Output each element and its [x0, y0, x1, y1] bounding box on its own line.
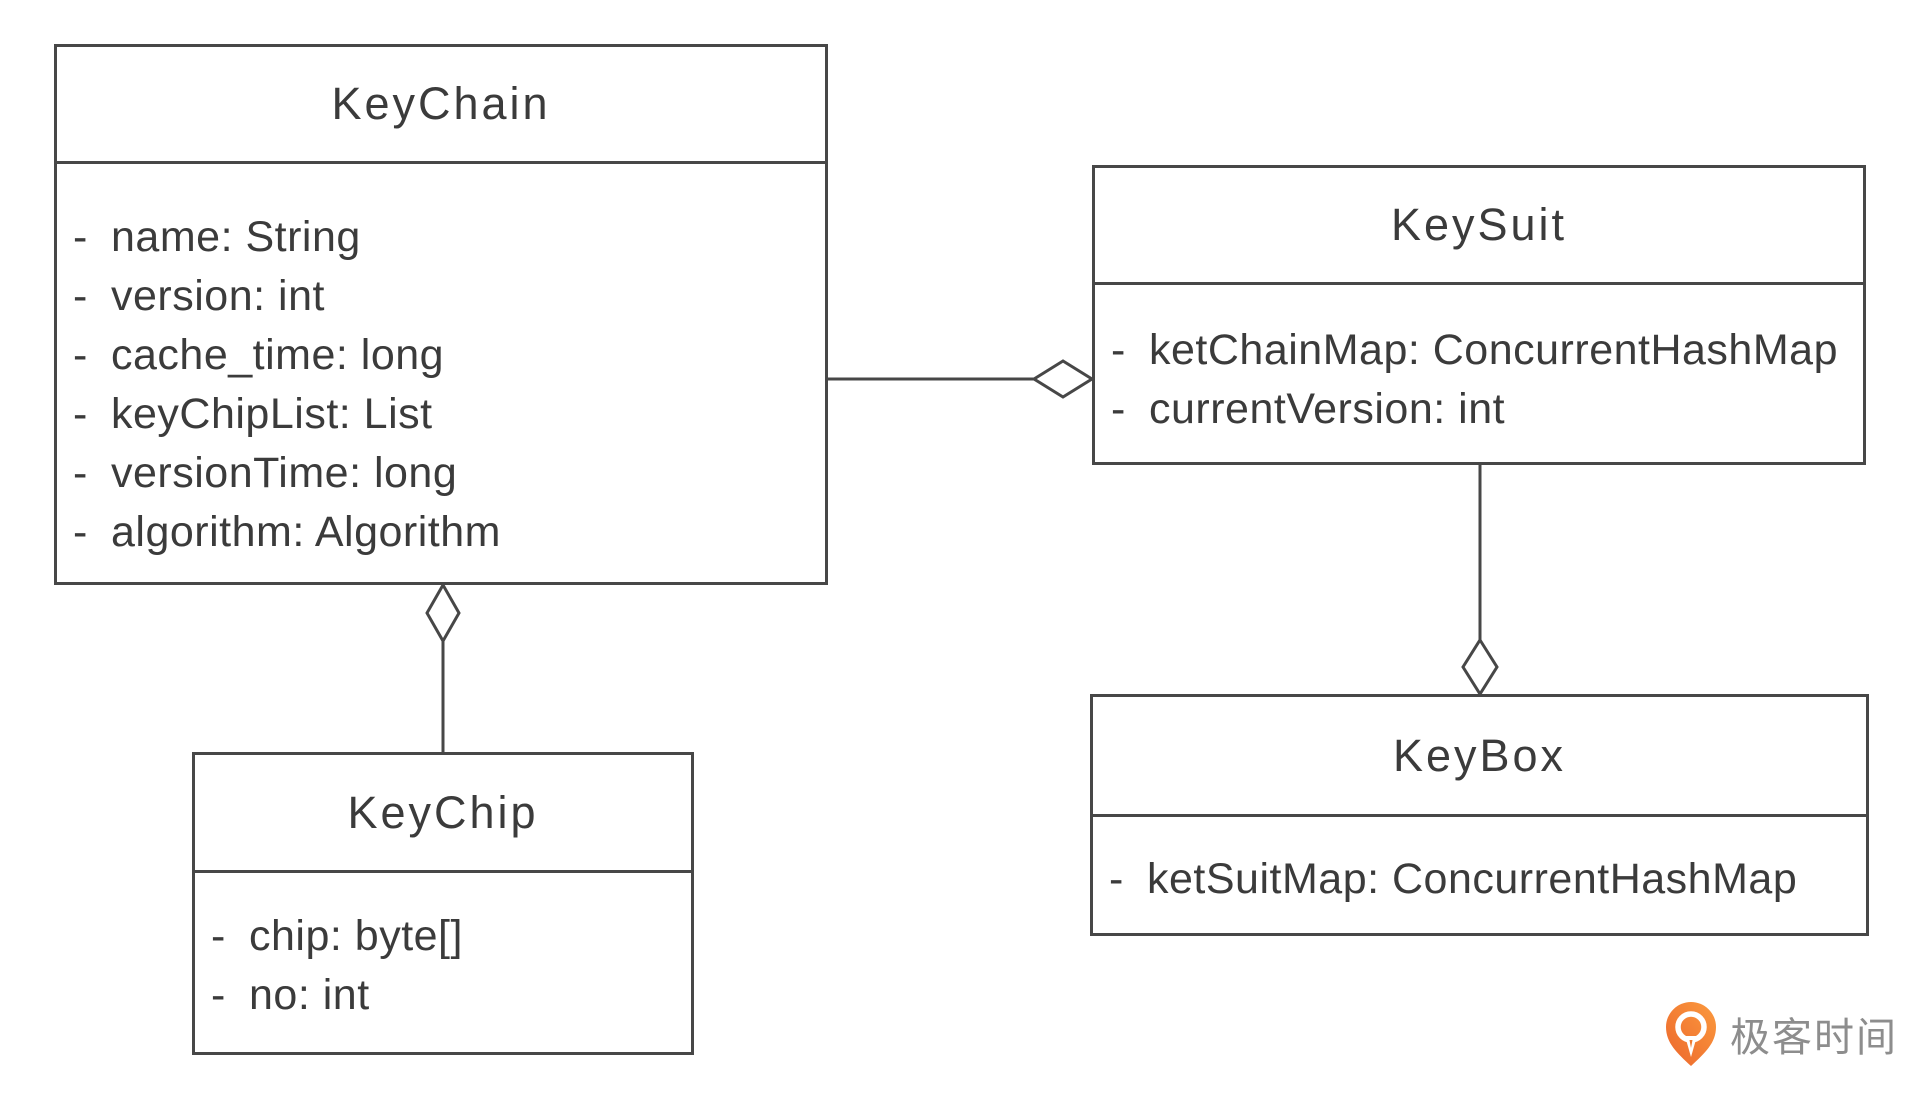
class-attributes: - ketChainMap: ConcurrentHashMap - curre…: [1095, 285, 1863, 439]
aggregation-diamond-icon: [1031, 359, 1095, 399]
geektime-logo-text: 极客时间: [1730, 1016, 1898, 1060]
visibility-dash: -: [1111, 326, 1126, 374]
attribute-row: - currentVersion: int: [1095, 380, 1863, 439]
attribute-text: no: int: [249, 971, 370, 1019]
attribute-row: - version: int: [57, 267, 825, 326]
attribute-row: - ketChainMap: ConcurrentHashMap: [1095, 321, 1863, 380]
visibility-dash: -: [211, 912, 226, 960]
class-box-keychain: KeyChain - name: String - version: int -…: [54, 44, 828, 585]
visibility-dash: -: [73, 331, 88, 379]
visibility-dash: -: [73, 449, 88, 497]
class-attributes: - ketSuitMap: ConcurrentHashMap: [1093, 817, 1866, 909]
class-title: KeyBox: [1093, 697, 1866, 817]
class-title: KeySuit: [1095, 168, 1863, 285]
visibility-dash: -: [73, 272, 88, 320]
attribute-row: - name: String: [57, 208, 825, 267]
class-title: KeyChain: [57, 47, 825, 164]
attribute-row: - chip: byte[]: [195, 907, 691, 966]
attribute-text: version: int: [111, 272, 325, 320]
geektime-logo-icon: [1666, 1001, 1716, 1066]
aggregation-keychip-keychain: [425, 581, 461, 752]
geektime-logo: 极客时间: [1664, 1000, 1898, 1068]
aggregation-diamond-icon: [1461, 637, 1499, 697]
attribute-row: - cache_time: long: [57, 326, 825, 385]
attribute-text: ketSuitMap: ConcurrentHashMap: [1147, 855, 1798, 903]
visibility-dash: -: [1109, 855, 1124, 903]
class-attributes: - name: String - version: int - cache_ti…: [57, 164, 825, 562]
attribute-row: - algorithm: Algorithm: [57, 503, 825, 562]
class-box-keybox: KeyBox - ketSuitMap: ConcurrentHashMap: [1090, 694, 1869, 936]
attribute-row: - ketSuitMap: ConcurrentHashMap: [1093, 850, 1866, 909]
attribute-row: - versionTime: long: [57, 444, 825, 503]
attribute-text: currentVersion: int: [1149, 385, 1506, 433]
visibility-dash: -: [1111, 385, 1126, 433]
attribute-text: cache_time: long: [111, 331, 445, 379]
attribute-text: ketChainMap: ConcurrentHashMap: [1149, 326, 1838, 374]
aggregation-keysuit-keybox: [1461, 465, 1499, 697]
attribute-text: name: String: [111, 213, 361, 261]
attribute-text: keyChipList: List: [111, 390, 433, 438]
attribute-row: - no: int: [195, 966, 691, 1025]
aggregation-diamond-icon: [425, 581, 461, 645]
attribute-text: algorithm: Algorithm: [111, 508, 501, 556]
visibility-dash: -: [73, 213, 88, 261]
class-attributes: - chip: byte[] - no: int: [195, 873, 691, 1025]
visibility-dash: -: [211, 971, 226, 1019]
attribute-row: - keyChipList: List: [57, 385, 825, 444]
attribute-text: chip: byte[]: [249, 912, 463, 960]
class-title: KeyChip: [195, 755, 691, 873]
visibility-dash: -: [73, 390, 88, 438]
attribute-text: versionTime: long: [111, 449, 458, 497]
aggregation-keychain-keysuit: [827, 359, 1095, 399]
class-box-keysuit: KeySuit - ketChainMap: ConcurrentHashMap…: [1092, 165, 1866, 465]
class-box-keychip: KeyChip - chip: byte[] - no: int: [192, 752, 694, 1055]
visibility-dash: -: [73, 508, 88, 556]
